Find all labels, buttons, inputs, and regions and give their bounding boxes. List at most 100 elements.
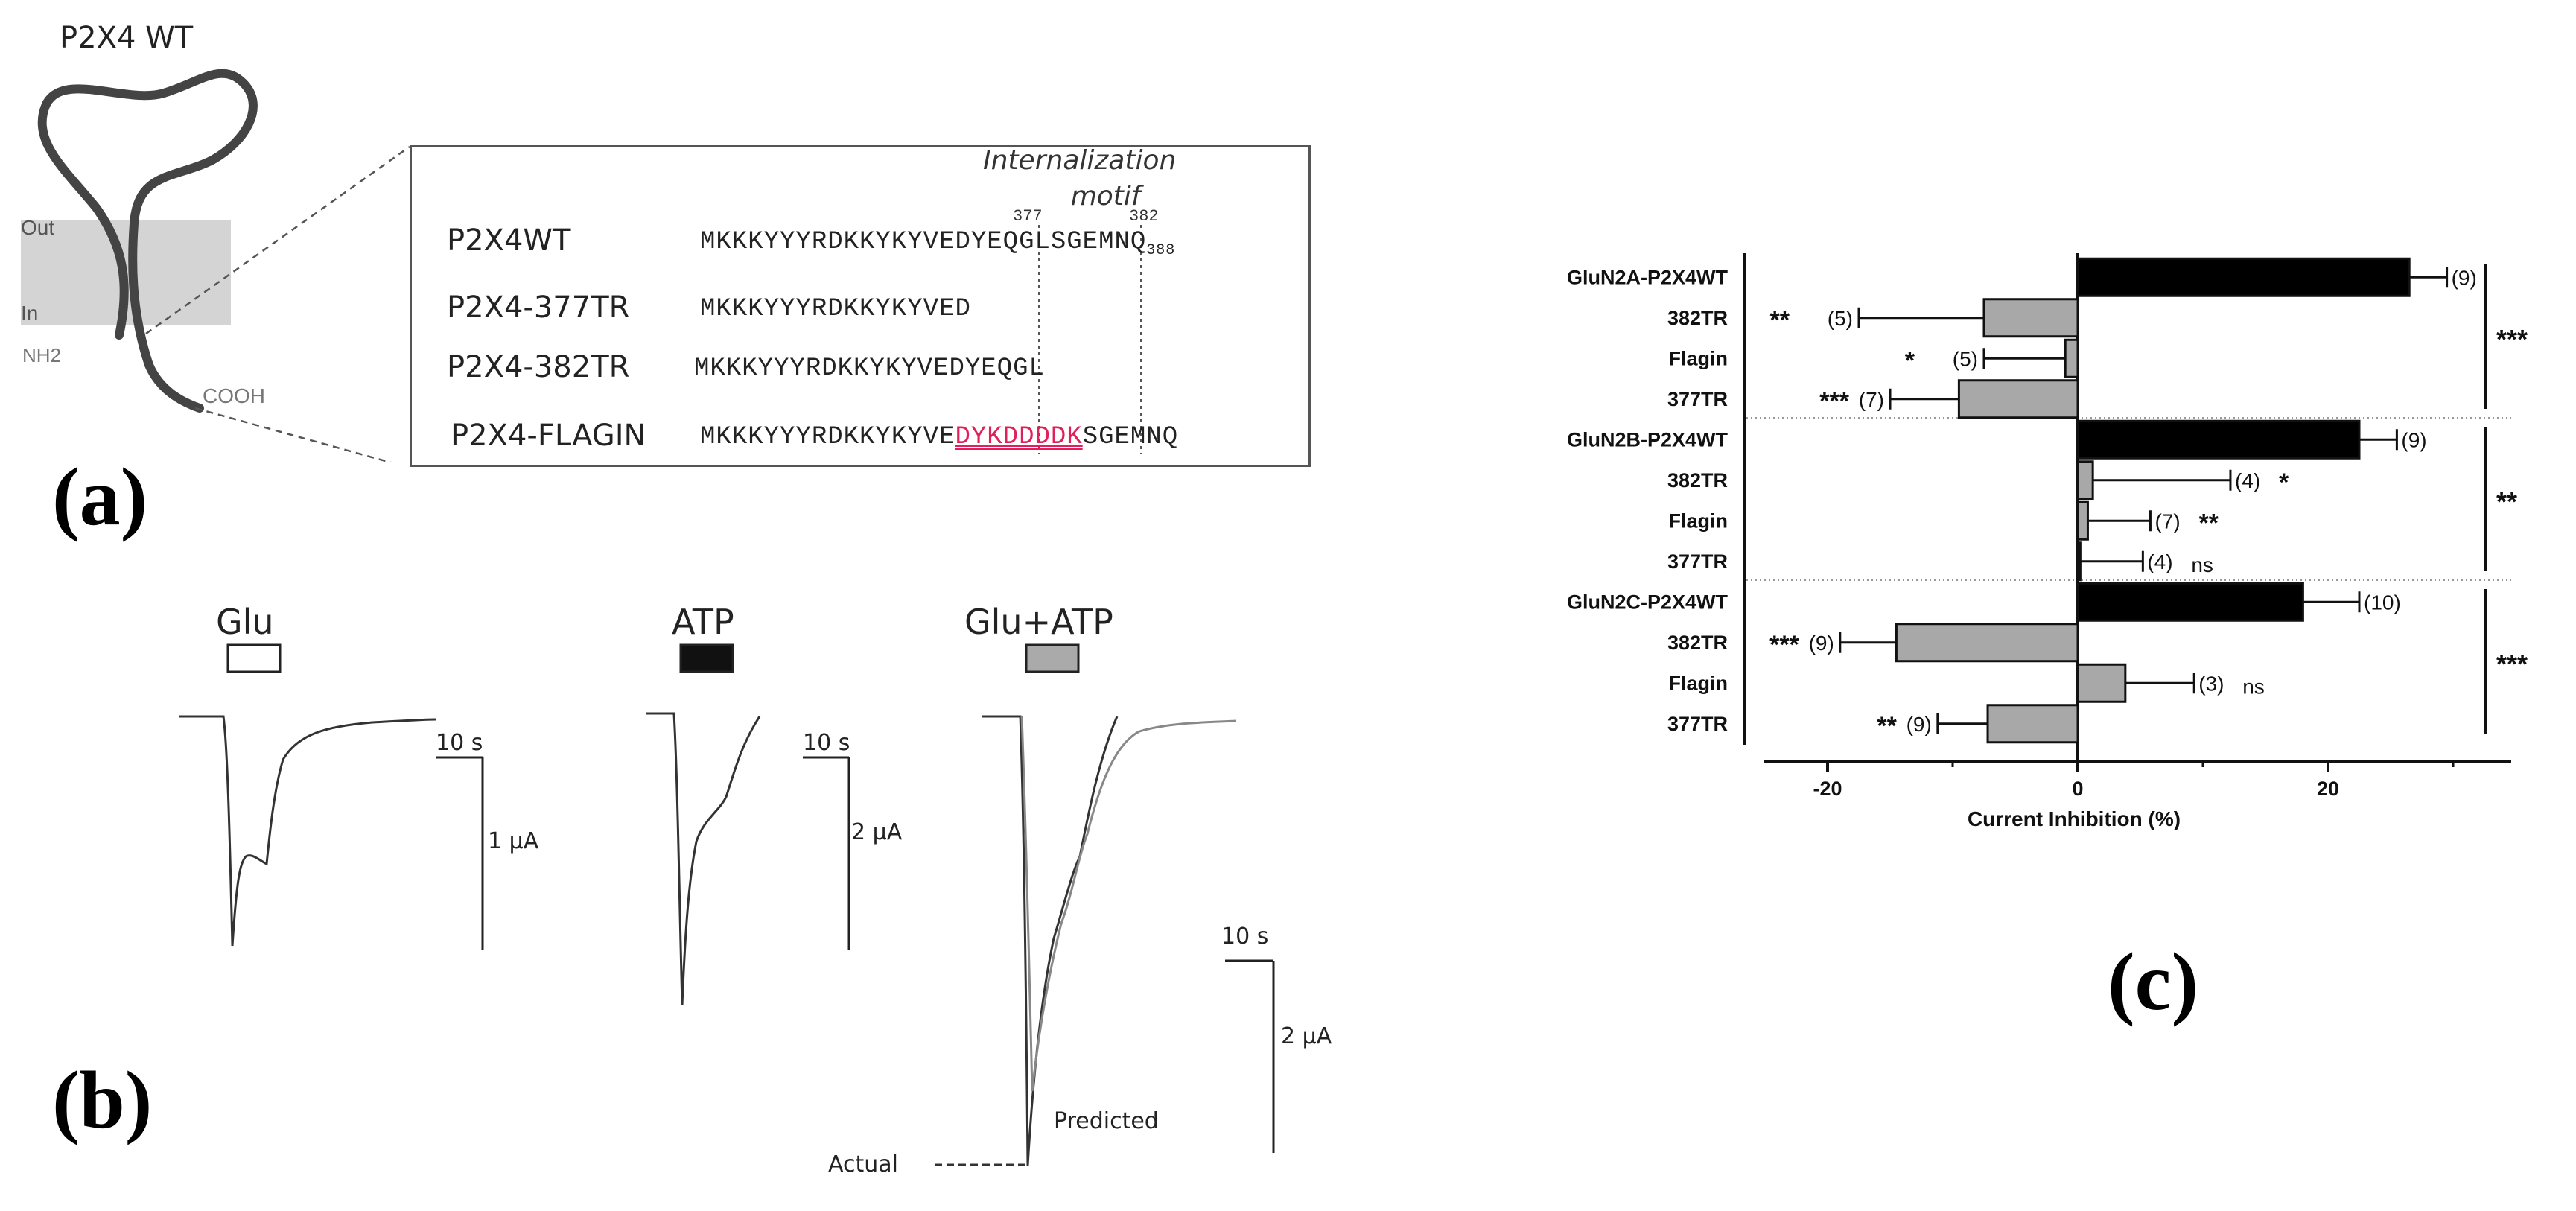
trace-label-atp: ATP [672,602,734,642]
seq-row-name-wt: P2X4WT [447,223,571,258]
category-label: Flagin [1669,347,1729,369]
category-label: 382TR [1667,307,1728,329]
category-label: 377TR [1667,713,1728,735]
n-label: (9) [2401,428,2426,451]
n-label: (5) [1953,347,1978,370]
seq-row-name-377tr: P2X4-377TR [447,290,630,325]
seq-flagin-flag-tag: DYKDDDDK [955,423,1083,451]
significance-label: ns [2242,675,2265,698]
x-tick-label: -20 [1813,778,1842,800]
significance-label: ** [1877,712,1897,740]
seq-row-name-flagin: P2X4-FLAGIN [451,419,646,453]
application-bar-atp [679,643,734,673]
predicted-label: Predicted [1054,1108,1159,1134]
trace-glu [179,715,436,947]
scale-time-glu-atp: 10 s [1221,924,1269,950]
significance-label: ** [2198,509,2219,537]
motif-title: Internalization motif [983,143,1176,214]
pos-382-label: 382 [1129,207,1159,226]
significance-label: *** [1819,387,1849,416]
category-label: 382TR [1667,632,1728,654]
significance-label: *** [1769,631,1799,659]
panel-b-letter: (b) [52,1055,153,1145]
n-label: (4) [2235,469,2260,492]
trace-label-glu-atp: Glu+ATP [964,602,1113,642]
trace-glu-atp-predicted [1020,716,1237,1092]
membrane-in-label: In [21,302,39,325]
x-axis-label: Current Inhibition (%) [1967,807,2181,830]
n-label: (9) [1809,632,1834,655]
scale-amp-glu-atp: 2 μA [1281,1023,1332,1049]
group-significance-label: ** [2496,486,2517,517]
scale-time-glu: 10 s [436,730,483,756]
panel-a-letter: (a) [52,451,148,542]
category-label: 382TR [1667,469,1728,492]
motif-title-line1: Internalization [983,145,1177,176]
significance-label: ** [1770,306,1790,334]
significance-label: * [2279,468,2289,497]
motif-title-line2: motif [1070,181,1141,212]
seq-row-flagin: MKKKYYYRDKKYKYVEDYKDDDDKSGEMNQ [700,423,1178,451]
bar [1957,379,2079,419]
x-tick-label: 20 [2317,778,2339,800]
motif-guides [1038,225,1142,454]
trace-label-glu: Glu [216,602,274,642]
x-tick-label: 0 [2072,778,2083,800]
application-bar-glu-atp [1025,643,1080,673]
significance-label: ns [2191,553,2213,576]
bar [2064,338,2079,378]
seq-row-377tr: MKKKYYYRDKKYKYVED [700,295,971,323]
bar [2076,541,2082,582]
category-label: 377TR [1667,550,1728,573]
n-label: (4) [2147,550,2172,573]
sequence-box [410,145,1311,467]
n-label: (9) [1906,713,1932,736]
category-label: Flagin [1669,672,1729,694]
bar [1982,298,2079,338]
seq-wt-text: MKKKYYYRDKKYKYVEDYEQGLSGEMNQ [700,228,1147,256]
seq-flagin-pre: MKKKYYYRDKKYKYVE [700,423,955,451]
current-traces [179,643,1275,1166]
significance-label: * [1905,346,1915,375]
application-bar-glu [226,643,282,673]
bar [2076,582,2304,622]
seq-wt-end-position: 388 [1146,241,1176,259]
group-significance-label: *** [2496,649,2528,679]
receptor-title: P2X4 WT [60,21,194,55]
category-label: GluN2A-P2X4WT [1567,266,1729,288]
seq-row-382tr: MKKKYYYRDKKYKYVEDYEQGL [694,355,1045,383]
nh2-label: NH2 [22,344,62,366]
scale-amp-atp: 2 μA [851,819,903,845]
zoom-line-top [145,145,410,335]
panel-c-letter: (c) [2108,936,2199,1027]
group-significance-label: *** [2496,324,2528,355]
bar [1895,623,2079,663]
category-label: GluN2B-P2X4WT [1567,428,1729,451]
n-label: (3) [2198,672,2224,695]
bar [2076,419,2361,460]
cooh-label: COOH [203,384,265,407]
scale-amp-glu: 1 μA [488,828,539,854]
bar [1986,704,2079,744]
n-label: (5) [1828,307,1853,330]
actual-label: Actual [828,1151,898,1177]
bar [2076,500,2089,541]
membrane-out-label: Out [21,216,55,239]
category-label: 377TR [1667,388,1728,410]
seq-flagin-post: SGEMNQ [1082,423,1179,451]
bar [2076,663,2127,703]
seq-row-wt: MKKKYYYRDKKYKYVEDYEQGLSGEMNQ388 [700,228,1175,259]
n-label: (7) [1859,388,1884,411]
trace-atp [646,712,761,1006]
zoom-line-bottom [194,407,392,462]
receptor-topology-diagram [21,69,410,462]
category-label: GluN2C-P2X4WT [1567,591,1729,613]
scale-time-atp: 10 s [803,730,850,756]
category-label: Flagin [1669,509,1729,532]
n-label: (10) [2364,591,2401,614]
n-label: (9) [2452,266,2477,289]
bar [2076,257,2411,297]
seq-row-name-382tr: P2X4-382TR [447,350,630,384]
n-label: (7) [2154,509,2180,533]
